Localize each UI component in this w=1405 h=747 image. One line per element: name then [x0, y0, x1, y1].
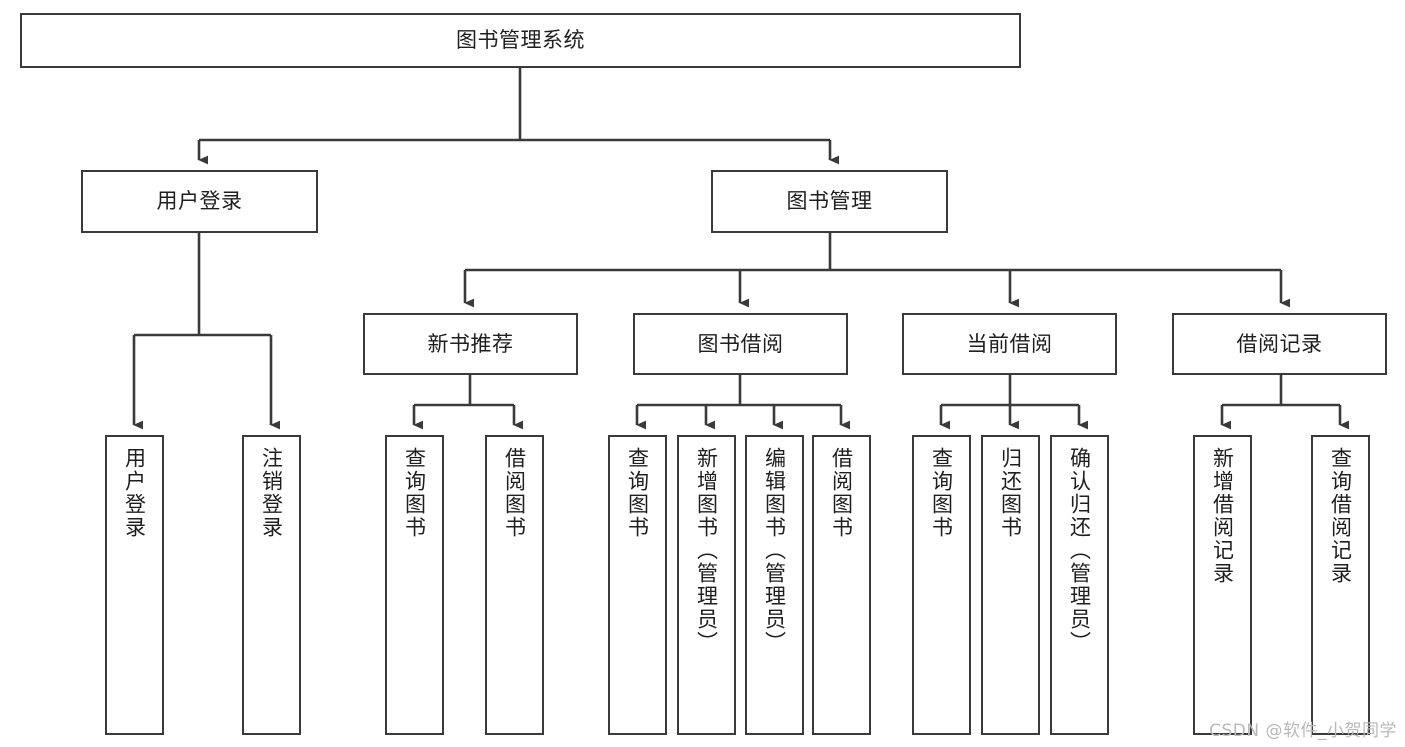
watermark: CSDN @软件_小贺同学	[1209, 721, 1397, 741]
node-root[interactable]: 图书管理系统	[20, 13, 1021, 68]
leaf-logout[interactable]: 注销登录	[242, 435, 301, 735]
leaf-borrow-book-2[interactable]: 借阅图书	[812, 435, 871, 735]
node-new-book-recommend-label: 新书推荐	[427, 331, 514, 356]
leaf-query-book-2[interactable]: 查询图书	[608, 435, 667, 735]
leaf-query-book-2-label: 查询图书	[625, 447, 650, 539]
leaf-query-book-1-label: 查询图书	[402, 447, 427, 539]
node-user-login[interactable]: 用户登录	[81, 170, 318, 233]
node-borrow-record-label: 借阅记录	[1236, 331, 1323, 356]
node-book-borrow-label: 图书借阅	[697, 331, 784, 356]
leaf-add-book-label: 新增图书（管理员）	[694, 447, 719, 654]
node-new-book-recommend[interactable]: 新书推荐	[363, 313, 578, 375]
leaf-query-book-1[interactable]: 查询图书	[385, 435, 444, 735]
leaf-return-book[interactable]: 归还图书	[981, 435, 1040, 735]
leaf-confirm-return[interactable]: 确认归还（管理员）	[1050, 435, 1109, 735]
leaf-query-book-3[interactable]: 查询图书	[912, 435, 971, 735]
leaf-edit-book[interactable]: 编辑图书（管理员）	[745, 435, 804, 735]
node-book-manage[interactable]: 图书管理	[711, 170, 948, 233]
leaf-confirm-return-label: 确认归还（管理员）	[1067, 447, 1092, 654]
node-book-borrow[interactable]: 图书借阅	[633, 313, 848, 375]
leaf-return-book-label: 归还图书	[998, 447, 1023, 539]
leaf-borrow-book-1-label: 借阅图书	[502, 447, 527, 539]
node-current-borrow[interactable]: 当前借阅	[902, 313, 1117, 375]
node-borrow-record[interactable]: 借阅记录	[1172, 313, 1387, 375]
node-user-login-label: 用户登录	[156, 189, 243, 214]
leaf-borrow-book-2-label: 借阅图书	[829, 447, 854, 539]
leaf-edit-book-label: 编辑图书（管理员）	[762, 447, 787, 654]
leaf-logout-label: 注销登录	[259, 447, 284, 539]
leaf-query-record-label: 查询借阅记录	[1328, 447, 1353, 585]
node-current-borrow-label: 当前借阅	[966, 331, 1053, 356]
leaf-add-record-label: 新增借阅记录	[1210, 447, 1235, 585]
leaf-user-login-label: 用户登录	[122, 447, 147, 539]
leaf-add-record[interactable]: 新增借阅记录	[1193, 435, 1252, 735]
leaf-query-book-3-label: 查询图书	[929, 447, 954, 539]
leaf-borrow-book-1[interactable]: 借阅图书	[485, 435, 544, 735]
node-root-label: 图书管理系统	[456, 28, 585, 53]
leaf-user-login[interactable]: 用户登录	[105, 435, 164, 735]
leaf-add-book[interactable]: 新增图书（管理员）	[677, 435, 736, 735]
leaf-query-record[interactable]: 查询借阅记录	[1311, 435, 1370, 735]
node-book-manage-label: 图书管理	[786, 189, 873, 214]
